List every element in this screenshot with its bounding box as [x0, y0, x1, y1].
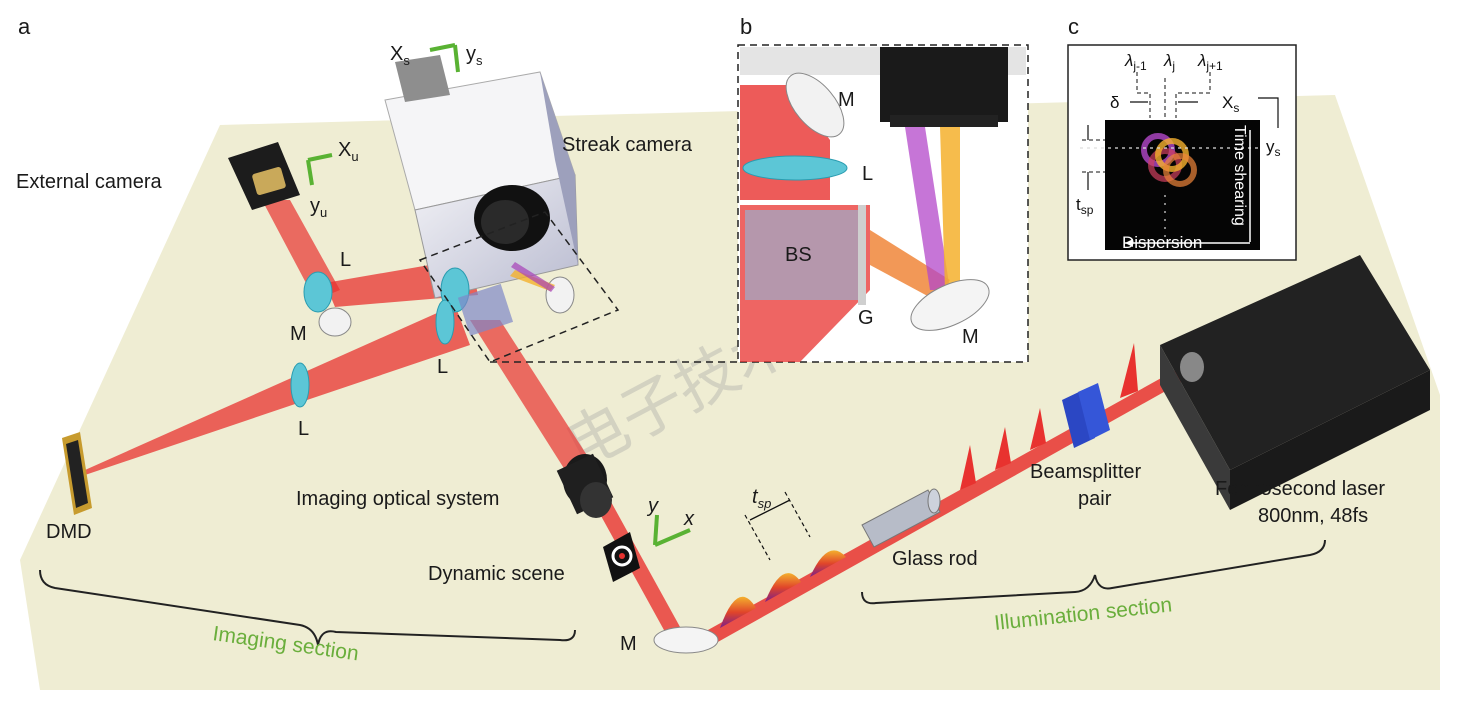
panel-b-grating-label: G	[858, 307, 874, 329]
beamsplitter-pair-label-2: pair	[1078, 488, 1112, 510]
lens-label-bs: L	[437, 356, 448, 378]
panel-b-mirror-label-bottom: M	[962, 326, 979, 348]
mirror-label-upper: M	[290, 323, 307, 345]
lambda-prev-label: λj-1	[1124, 51, 1147, 73]
beam-dmd	[85, 305, 470, 475]
external-camera-label: External camera	[16, 171, 162, 193]
time-shearing-label: Time shearing	[1231, 125, 1248, 226]
dmd-label: DMD	[46, 521, 92, 543]
streak-camera-label: Streak camera	[562, 134, 693, 156]
imaging-brace	[39, 569, 576, 646]
delta-label: δ	[1110, 93, 1119, 112]
femtosecond-laser	[1160, 255, 1430, 510]
beam-scene	[595, 500, 690, 650]
laser-label-2: 800nm, 48fs	[1258, 505, 1368, 527]
streak-axes	[429, 43, 460, 73]
panel-b-lens-label: L	[862, 163, 873, 185]
panel-b-label: b	[740, 14, 752, 39]
external-camera	[228, 142, 300, 210]
dmd	[62, 432, 92, 515]
pulse-train	[720, 343, 1138, 628]
lens-label-lower: L	[298, 418, 309, 440]
panel-c	[1067, 44, 1297, 261]
beam-to-imaging	[470, 320, 590, 470]
lens-label-upper: L	[340, 249, 351, 271]
scene-y-axis-label: y	[646, 495, 659, 517]
ys-axis-label: ys	[466, 43, 483, 68]
lambda-next-label: λj+1	[1197, 51, 1223, 73]
zoom-region-box	[418, 211, 620, 363]
panel-c-tsp-label: tsp	[1076, 195, 1094, 217]
panel-b-bs-label: BS	[785, 244, 812, 266]
beam-illumination	[690, 362, 1196, 652]
imaging-optical-system-label: Imaging optical system	[296, 488, 499, 510]
glass-rod-label: Glass rod	[892, 548, 978, 570]
streak-camera	[384, 55, 579, 299]
external-axes	[306, 153, 333, 186]
dispersion-label: Dispersion	[1122, 233, 1202, 252]
panel-a-label: a	[18, 14, 31, 39]
panel-c-ys-label: ys	[1266, 137, 1281, 159]
dynamic-scene-label: Dynamic scene	[428, 563, 565, 585]
panel-c-xs-label: Xs	[1222, 93, 1239, 115]
panel-b-mirror-label-top: M	[838, 89, 855, 111]
glass-rod	[861, 488, 941, 548]
xu-axis-label: Xu	[338, 139, 359, 164]
xs-axis-label: Xs	[390, 43, 410, 68]
scene-x-axis-label: x	[683, 508, 695, 530]
mirror-label-bottom: M	[620, 633, 637, 655]
mirror-bottom	[653, 626, 719, 654]
scene-axes	[653, 514, 691, 547]
yu-axis-label: yu	[310, 195, 327, 220]
lambda-cur-label: λj	[1163, 51, 1175, 73]
illumination-brace	[861, 539, 1326, 605]
imaging-optical-system	[556, 453, 614, 518]
beamsplitter-pair-label-1: Beamsplitter	[1030, 461, 1141, 483]
panel-b	[737, 44, 1029, 363]
tsp-dimension	[744, 491, 811, 561]
dynamic-scene	[603, 532, 640, 582]
laser-label-1: Femtosecond laser	[1215, 478, 1385, 500]
tsp-label: tsp	[752, 486, 771, 511]
beamsplitter-pair	[1062, 383, 1110, 448]
panel-c-label: c	[1068, 14, 1079, 39]
tsp-arrow	[749, 499, 791, 521]
